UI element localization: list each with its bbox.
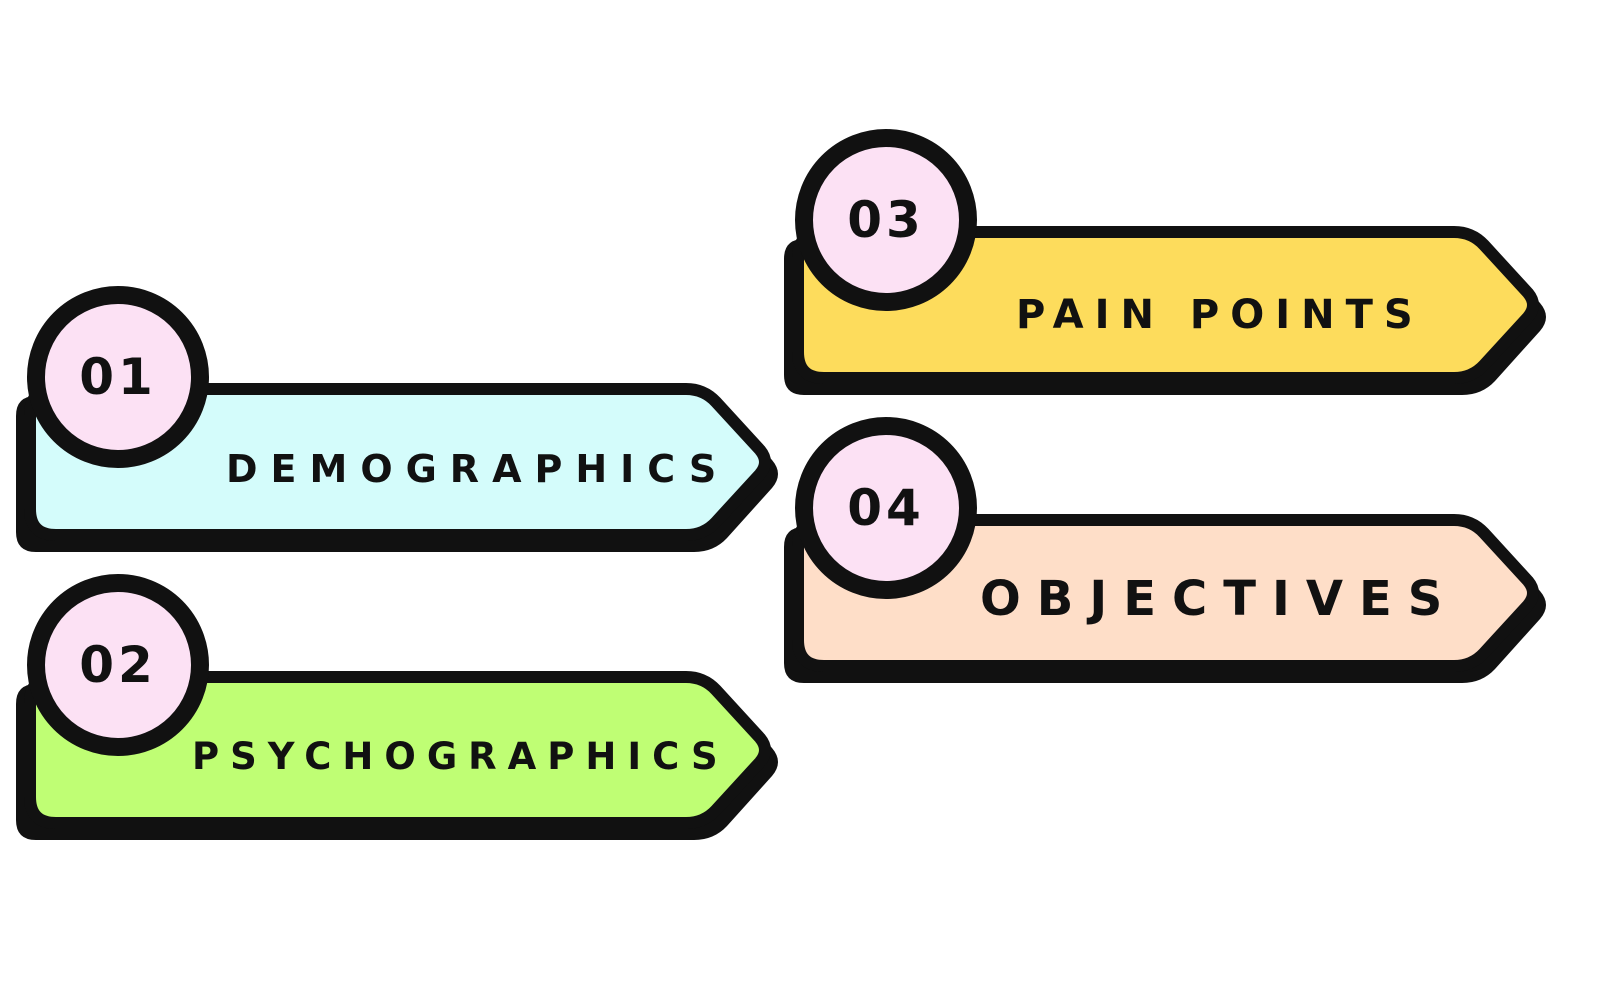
diagram-item-psychographics: 02 PSYCHOGRAPHICS [14,574,794,840]
item-number: 03 [847,191,925,249]
item-label: DEMOGRAPHICS [226,447,730,491]
item-label: PAIN POINTS [1016,292,1424,338]
arrow-tab-shape [16,574,778,840]
arrow-tab-shape [784,417,1546,683]
item-number: 02 [79,636,157,694]
diagram-item-objectives: 04 OBJECTIVES [782,417,1562,683]
item-label: PSYCHOGRAPHICS [192,735,729,778]
arrow-tab-shape [16,286,778,552]
arrow-tab-shape [784,129,1546,395]
item-number: 01 [79,348,157,406]
item-label: OBJECTIVES [980,571,1459,627]
item-number: 04 [847,479,925,537]
diagram-item-pain-points: 03 PAIN POINTS [782,129,1562,395]
diagram-item-demographics: 01 DEMOGRAPHICS [14,286,794,552]
